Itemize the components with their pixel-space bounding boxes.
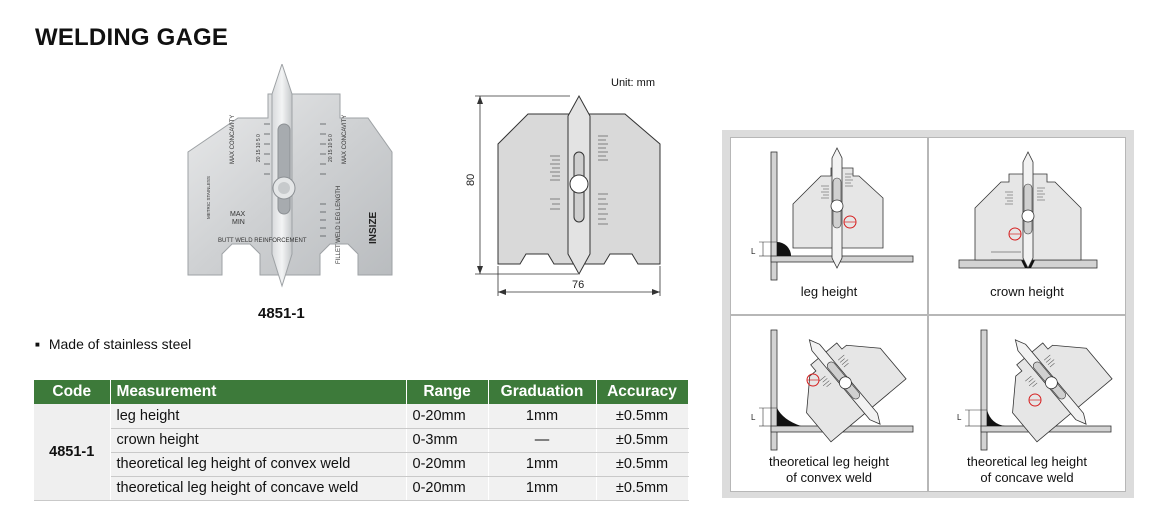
caption-convex-line2: of convex weld [786,469,872,485]
butt-weld-text: BUTT WELD REINFORCEMENT [218,238,307,244]
caption-concave-weld: theoretical leg height of concave weld [929,454,1125,486]
accuracy-cell: ±0.5mm [596,428,689,453]
range-cell: 0-3mm [406,428,489,453]
fillet-weld-text: FILLET WELD LEG LENGTH [336,186,342,264]
max-concavity-right-text: MAX CONCAVITY [342,115,348,164]
L-mark: L [751,413,756,422]
range-cell: 0-20mm [406,452,489,477]
caption-concave-line1: theoretical leg height [967,453,1087,469]
graduation-cell: — [488,428,597,453]
caption-leg-height: leg height [800,284,858,299]
measurement-cell: crown height [110,428,407,453]
max-concavity-left-text: MAX CONCAVITY [230,115,236,164]
table-row: theoretical leg height of concave weld 0… [34,476,689,501]
unit-label: Unit: mm [611,77,655,89]
header-range: Range [406,380,489,404]
accuracy-cell: ±0.5mm [596,404,689,429]
accuracy-cell: ±0.5mm [596,452,689,477]
scale-numbers-right: 20 15 10 5 0 [328,134,334,162]
spec-table-header: Code Measurement Range Graduation Accura… [34,380,689,404]
product-code: 4851-1 [258,305,305,322]
gauge-photo: MAX CONCAVITY 20 15 10 5 0 20 15 10 5 0 … [187,64,393,288]
usage-leg-height: L leg height [731,138,927,314]
L-mark: L [751,247,756,256]
caption-convex-line1: theoretical leg height [769,453,889,469]
header-accuracy: Accuracy [596,380,689,404]
brand-logo: INSIZE [368,211,379,244]
concave-weld-diagram: L [957,329,1113,450]
range-cell: 0-20mm [406,476,489,501]
min-text: MIN [232,219,245,226]
scale-numbers-left: 20 15 10 5 0 [256,134,262,162]
usage-concave-weld: L theoretical leg height of concave weld [929,315,1125,491]
metric-stainless-text: METRIC STAINLESS [206,176,211,219]
range-cell: 0-20mm [406,404,489,429]
width-dimension: 76 [572,279,584,291]
header-graduation: Graduation [488,380,597,404]
usage-convex-weld: L theoretical leg height of convex weld [731,315,927,491]
graduation-cell: 1mm [488,452,597,477]
table-row: crown height 0-3mm — ±0.5mm [34,428,689,453]
caption-crown-height: crown height [990,284,1064,299]
accuracy-cell: ±0.5mm [596,476,689,501]
measurement-cell: theoretical leg height of concave weld [110,476,407,501]
measurement-cell: leg height [110,404,407,429]
leg-height-diagram: L [751,147,914,281]
max-text: MAX [230,211,246,218]
usage-crown-height: crown height [929,138,1125,314]
usage-grid: L leg height crown he [730,137,1126,492]
graduation-cell: 1mm [488,404,597,429]
graduation-cell: 1mm [488,476,597,501]
table-row: 4851-1 leg height 0-20mm 1mm ±0.5mm [34,404,689,501]
caption-convex-weld: theoretical leg height of convex weld [731,454,927,486]
height-dimension: 80 [465,174,477,186]
page-title: WELDING GAGE [35,24,229,51]
table-row: theoretical leg height of convex weld 0-… [34,452,689,477]
dimension-drawing: 80 76 [465,94,661,296]
L-mark: L [957,413,962,422]
header-measurement: Measurement [110,380,407,404]
caption-concave-line2: of concave weld [980,469,1074,485]
measurement-cell: theoretical leg height of convex weld [110,452,407,477]
header-code: Code [34,380,111,404]
feature-item: Made of stainless steel [35,336,191,352]
usage-panel: L leg height crown he [722,130,1134,498]
crown-height-diagram [958,151,1098,269]
spec-table: Code Measurement Range Graduation Accura… [34,380,689,501]
feature-list: Made of stainless steel [35,336,191,352]
convex-weld-diagram: L [751,329,914,450]
code-cell: 4851-1 [34,404,111,501]
